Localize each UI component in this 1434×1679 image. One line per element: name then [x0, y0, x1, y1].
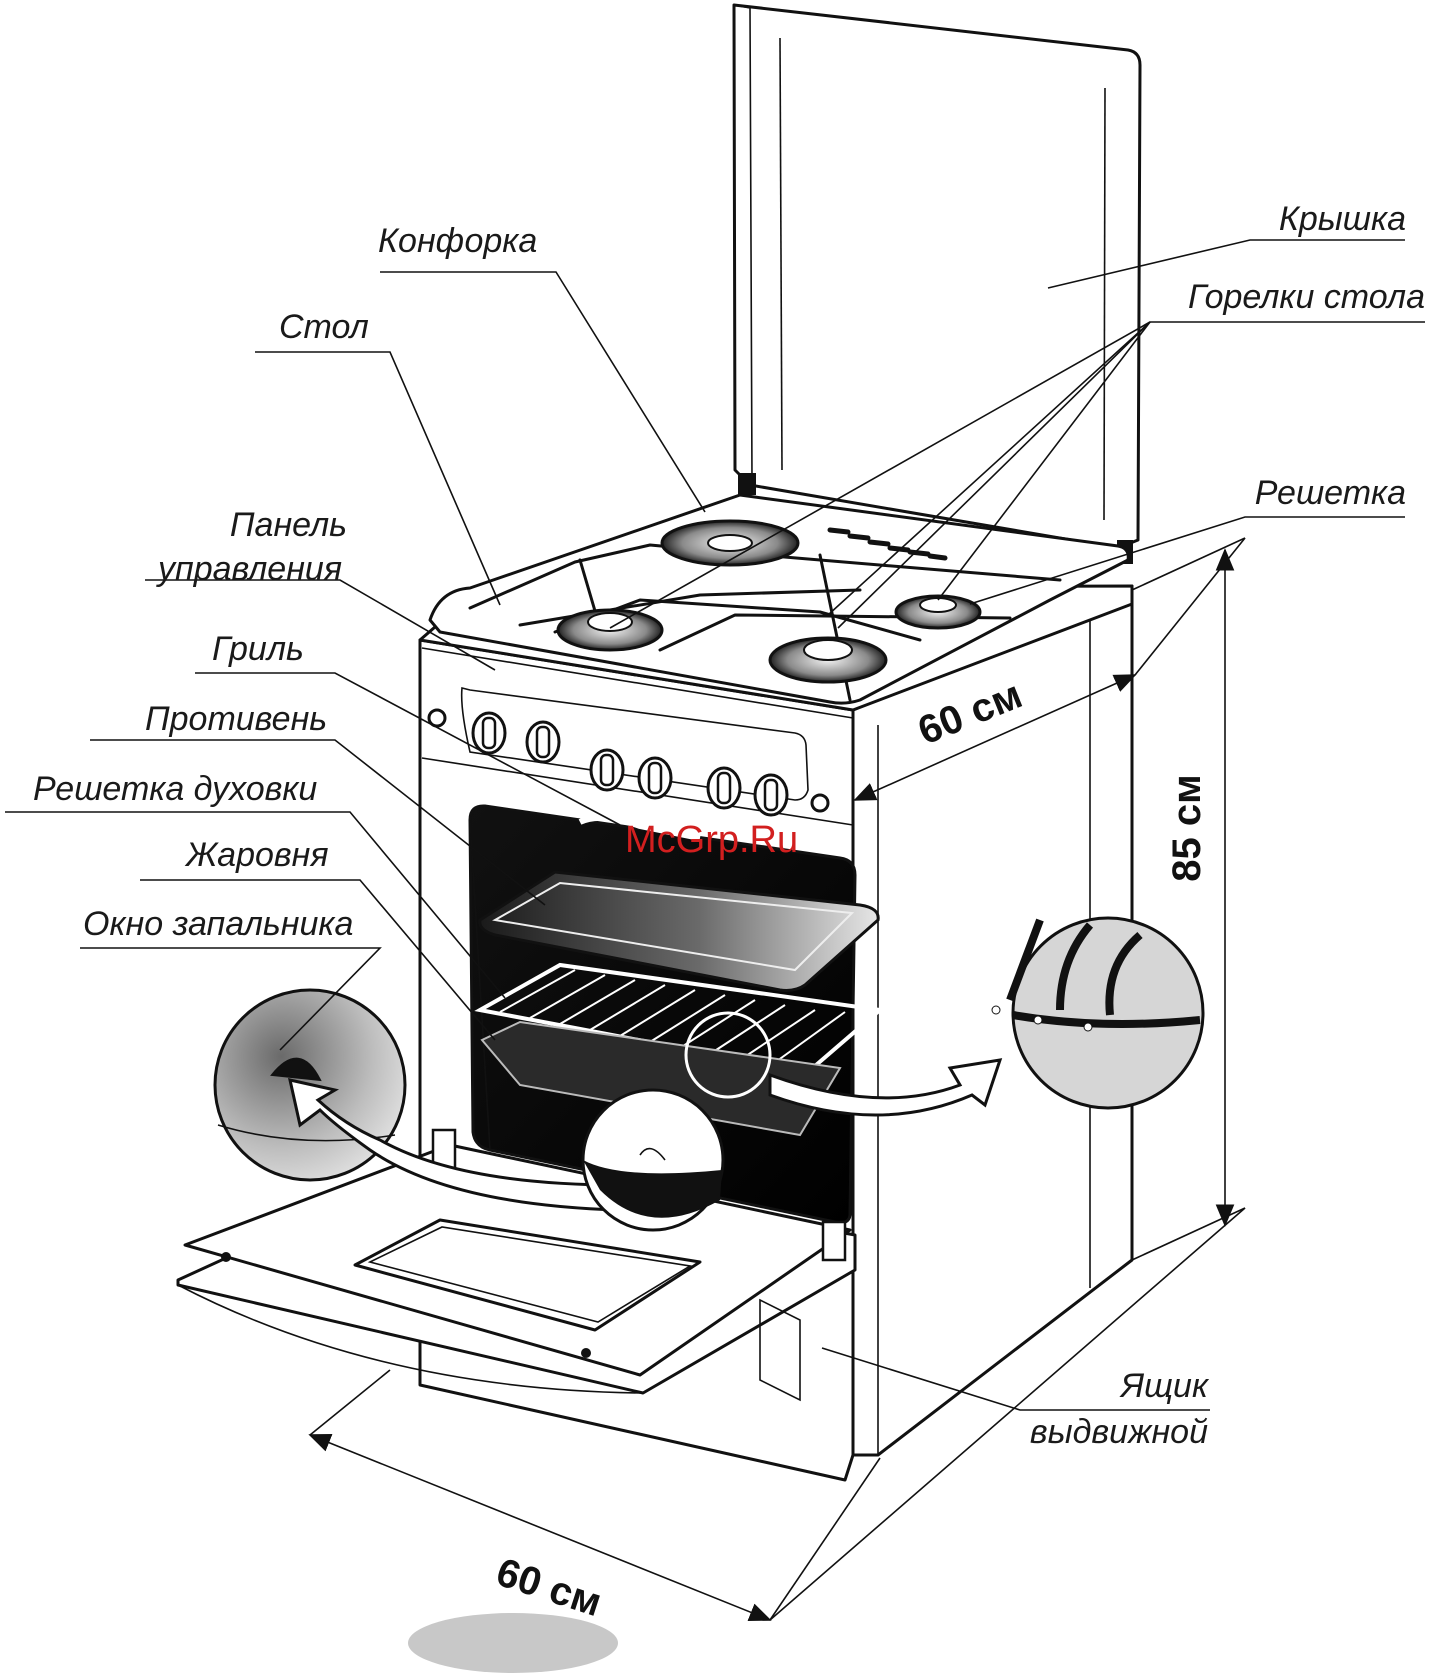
label-oven-rack: Решетка духовки — [33, 770, 317, 808]
label-grate: Решетка — [1255, 474, 1406, 512]
knob-6 — [755, 775, 787, 815]
knob-4 — [639, 758, 671, 798]
label-control-panel-1: Панель — [230, 506, 347, 544]
lid — [734, 5, 1140, 564]
door-zoom — [583, 1090, 723, 1230]
label-lid: Крышка — [1279, 200, 1406, 238]
label-control-panel-2: управления — [156, 550, 342, 588]
label-igniter-window: Окно запальника — [83, 905, 353, 943]
label-table: Стол — [279, 308, 369, 346]
watermark: McGrp.Ru — [625, 819, 798, 861]
knob-1 — [473, 713, 505, 753]
label-roasting-pan: Жаровня — [184, 836, 329, 874]
label-top-burners: Горелки стола — [1188, 278, 1425, 316]
label-grill: Гриль — [212, 630, 304, 668]
label-burner: Конфорка — [378, 222, 537, 260]
knob-5 — [708, 768, 740, 808]
dim-height: 85 см — [1165, 774, 1209, 881]
indicator-light — [812, 795, 828, 811]
knob-2 — [527, 722, 559, 762]
label-drawer-1: Ящик — [1119, 1367, 1210, 1405]
knob-3 — [591, 750, 623, 790]
label-drawer-2: выдвижной — [1030, 1413, 1208, 1451]
label-baking-sheet: Противень — [145, 700, 327, 738]
